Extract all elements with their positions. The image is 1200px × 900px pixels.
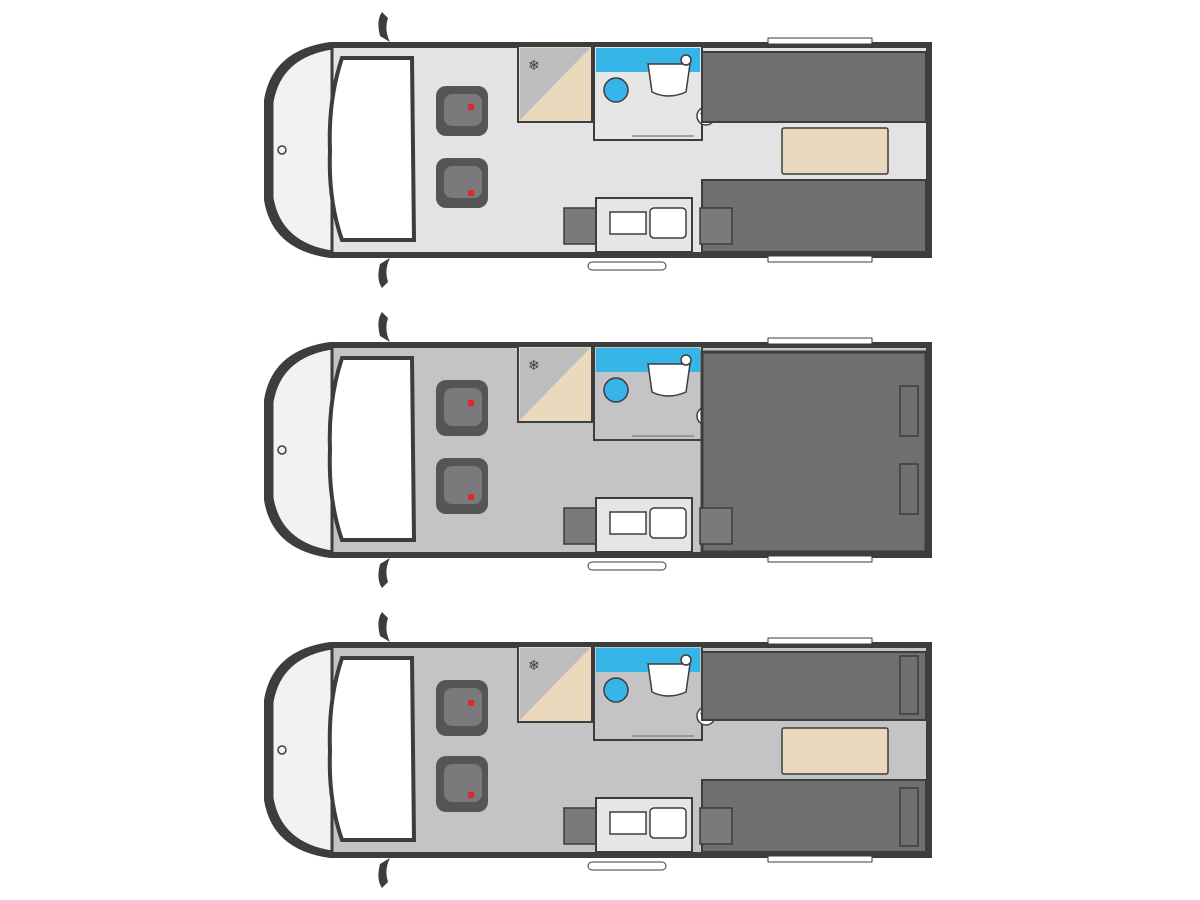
sink-icon xyxy=(647,663,691,697)
toilet-icon xyxy=(603,77,629,103)
window-top xyxy=(767,37,873,45)
sink-icon xyxy=(649,807,687,839)
seat-belt-icon xyxy=(468,104,474,110)
door-step xyxy=(587,561,667,571)
windscreen xyxy=(327,356,417,542)
cab-seat-left xyxy=(436,380,488,436)
tap-icon xyxy=(680,54,692,66)
tap-icon xyxy=(680,354,692,366)
toilet-icon xyxy=(603,677,629,703)
snowflake-icon: ❄ xyxy=(528,657,540,673)
floorplan-dinette: ❄ TV xyxy=(0,600,1200,900)
kitchen-seat-left xyxy=(563,207,599,245)
seat-belt-icon xyxy=(468,700,474,706)
kitchen-seat-right xyxy=(699,207,733,245)
door-step xyxy=(587,261,667,271)
table xyxy=(781,127,889,175)
door-step xyxy=(587,861,667,871)
cab-seat-right xyxy=(436,756,488,812)
window-bottom xyxy=(767,255,873,263)
cab-seat-left xyxy=(436,680,488,736)
sink-icon xyxy=(647,63,691,97)
fridge-shade xyxy=(520,48,590,120)
cab-seat-right xyxy=(436,458,488,514)
hob-icon xyxy=(609,811,647,835)
cab-nose xyxy=(270,46,334,254)
badge-icon xyxy=(277,745,287,755)
windscreen xyxy=(327,56,417,242)
mirror-left xyxy=(378,12,390,42)
tap-icon xyxy=(680,654,692,666)
double-bed xyxy=(700,350,928,554)
seat-belt-icon xyxy=(468,400,474,406)
seat-belt-icon xyxy=(468,792,474,798)
cab-seat-left xyxy=(436,86,488,136)
sink-icon xyxy=(649,207,687,239)
sink-icon xyxy=(647,363,691,397)
toilet-icon xyxy=(603,377,629,403)
hob-icon xyxy=(609,511,647,535)
mirror-right xyxy=(378,258,390,288)
badge-icon xyxy=(277,445,287,455)
seat-belt-icon xyxy=(468,494,474,500)
snowflake-icon: ❄ xyxy=(528,57,540,73)
sofa-bottom xyxy=(701,179,927,253)
floorplan-day: ❄ TV xyxy=(0,0,1200,300)
sofa-top xyxy=(701,51,927,123)
badge-icon xyxy=(277,145,287,155)
seat-belt-icon xyxy=(468,190,474,196)
sofa-top xyxy=(701,651,927,721)
pillow-top xyxy=(899,385,919,437)
sink-icon xyxy=(649,507,687,539)
floorplan-night: ❄ TV xyxy=(0,300,1200,600)
sofa-bottom xyxy=(701,779,927,853)
cab-seat-right xyxy=(436,158,488,208)
pillow-bottom xyxy=(899,463,919,515)
snowflake-icon: ❄ xyxy=(528,357,540,373)
hob-icon xyxy=(609,211,647,235)
windscreen xyxy=(327,656,417,842)
table xyxy=(781,727,889,775)
